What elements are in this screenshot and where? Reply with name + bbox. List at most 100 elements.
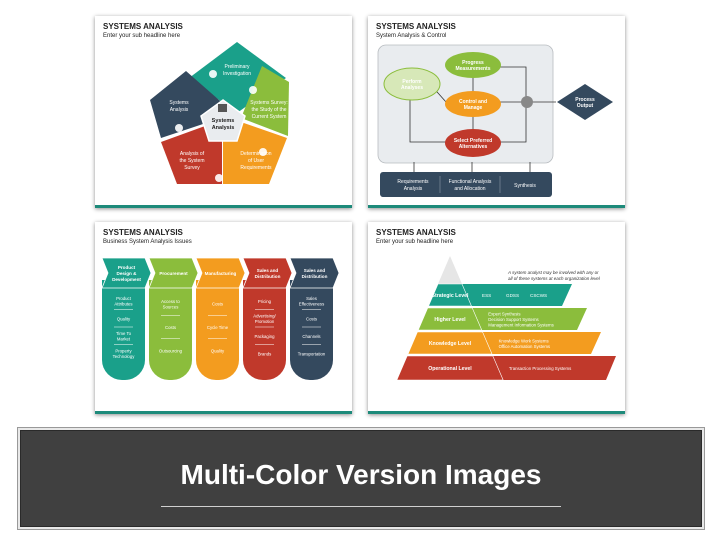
column-item-label: Costs [306, 316, 317, 321]
issue-column: Sales andDistributionSalesEffectivenessC… [289, 257, 340, 380]
level-item: Transaction Processing Systems [509, 366, 571, 371]
segment-right-label: Systems Survey: [250, 100, 288, 106]
node-process-output [557, 84, 613, 120]
node-progress-measurements [445, 52, 501, 78]
level-front [417, 307, 483, 331]
segment-bottom-right-label: of User [248, 158, 264, 164]
level-front [407, 331, 493, 355]
slide-thumbnail-4[interactable]: SYSTEMS ANALYSIS Enter your sub headline… [368, 222, 625, 414]
column-header-label: Design & [117, 271, 138, 276]
segment-bottom-left-label: Analysis of [180, 151, 205, 157]
bottom-process-bar [380, 172, 552, 197]
column-header-label: Procurement [159, 271, 188, 276]
level-item: GDSS [506, 293, 519, 298]
pyramid-note: A system analyst may be involved with an… [507, 270, 599, 275]
level-item: Office Automation Systems [499, 344, 551, 349]
column-item-label: Time To [116, 331, 132, 336]
node-label: Output [577, 103, 594, 109]
slide-thumbnail-1[interactable]: SYSTEMS ANALYSIS Enter your sub headline… [95, 16, 352, 208]
column-item-label: Costs [212, 302, 223, 307]
column-item-label: Pricing [258, 299, 272, 304]
column-item-label: Quality [211, 348, 225, 353]
bottom-label: and Allocation [454, 186, 485, 192]
node-label: Process [575, 97, 595, 103]
level-side-band [478, 332, 601, 354]
column-header-label: Product [118, 265, 136, 270]
banner-underline [161, 506, 561, 507]
segment-bottom-left-label: the System [179, 158, 204, 164]
column-item-label: Costs [165, 325, 176, 330]
level-side-band [468, 308, 587, 330]
node-select-alternatives [445, 129, 501, 157]
level-item: CSCWS [530, 293, 547, 298]
segment-bottom-right-label: Requirements [240, 165, 272, 171]
control-flow-diagram: Progress Measurements Perform Analyses C… [377, 44, 613, 197]
column-item-label: Product [116, 296, 132, 301]
node-label: Progress [462, 60, 484, 66]
column-item-label: Attributes [114, 302, 132, 307]
pyramid-diagram: A system analyst may be involved with an… [396, 256, 616, 381]
segment-right [241, 66, 289, 136]
slide-subtitle: System Analysis & Control [376, 33, 447, 39]
center-label-1: Systems [212, 118, 235, 124]
issue-column: Sales andDistributionPricingAdvertising/… [242, 257, 293, 380]
slide-thumbnail-3[interactable]: SYSTEMS ANALYSIS Business System Analysi… [95, 222, 352, 414]
slide-subtitle: Business System Analysis Issues [103, 239, 192, 245]
segment-icon [209, 70, 217, 78]
level-item: Expert Synthesis [488, 312, 520, 317]
segment-top-label: Investigation [223, 71, 251, 77]
level-name: Knowledge Level [429, 341, 472, 347]
slide-title: SYSTEMS ANALYSIS [103, 228, 183, 237]
column-item-label: Outsourcing [159, 348, 183, 353]
segment-left [150, 71, 235, 138]
level-front [428, 283, 472, 307]
column-header-label: Sales and [304, 268, 326, 273]
segment-bottom-right [223, 122, 287, 184]
slide-subtitle: Enter your sub headline here [103, 33, 181, 39]
segment-icon [175, 124, 183, 132]
level-item: ESS [482, 293, 491, 298]
column-header-label: Distribution [302, 274, 328, 279]
node-label: Manage [464, 105, 483, 111]
node-label: Select Preferred [454, 138, 492, 144]
segment-bottom-right-label: Determination [240, 151, 271, 157]
column-header-chevron [289, 257, 340, 289]
node-label: Measurements [455, 66, 490, 72]
column-item-label: Brands [258, 351, 272, 356]
slide-accent-bar [368, 205, 625, 208]
chart-icon [218, 104, 227, 112]
pentagon-diagram: Systems Analysis Preliminary Investigati… [150, 42, 289, 184]
slide-accent-bar [368, 411, 625, 414]
column-item-label: Property [115, 349, 132, 354]
segment-left-label: Systems [169, 100, 189, 106]
slide-title: SYSTEMS ANALYSIS [103, 22, 183, 31]
node-label: Analyses [401, 85, 423, 91]
column-header-label: Distribution [255, 274, 281, 279]
column-item-label: Technology [113, 354, 136, 359]
segment-bottom-left-label: Survey [184, 165, 200, 171]
column-item-label: Channels [302, 334, 320, 339]
slide-thumbnail-2[interactable]: SYSTEMS ANALYSIS System Analysis & Contr… [368, 16, 625, 208]
column-header-label: Development [112, 277, 141, 282]
column-header-label: Sales and [257, 268, 279, 273]
segment-icon [215, 174, 223, 182]
node-label: Alternatives [459, 144, 488, 150]
bottom-label: Synthesis [514, 183, 536, 189]
center-label-2: Analysis [212, 125, 235, 131]
column-item-label: Promotion [255, 319, 275, 324]
level-item: Management Information Systems [488, 323, 553, 328]
pyramid-apex [438, 256, 462, 284]
node-perform-analyses [383, 67, 441, 101]
column-item-label: Sources [163, 304, 179, 309]
segment-right-label: Current System [252, 114, 287, 120]
column-item-label: Transportation [298, 351, 326, 356]
column-header-chevron [148, 257, 199, 289]
segment-bottom-left [161, 126, 222, 184]
level-side-band [488, 356, 616, 380]
slide-title: SYSTEMS ANALYSIS [376, 22, 456, 31]
node-label: Control and [459, 99, 487, 105]
